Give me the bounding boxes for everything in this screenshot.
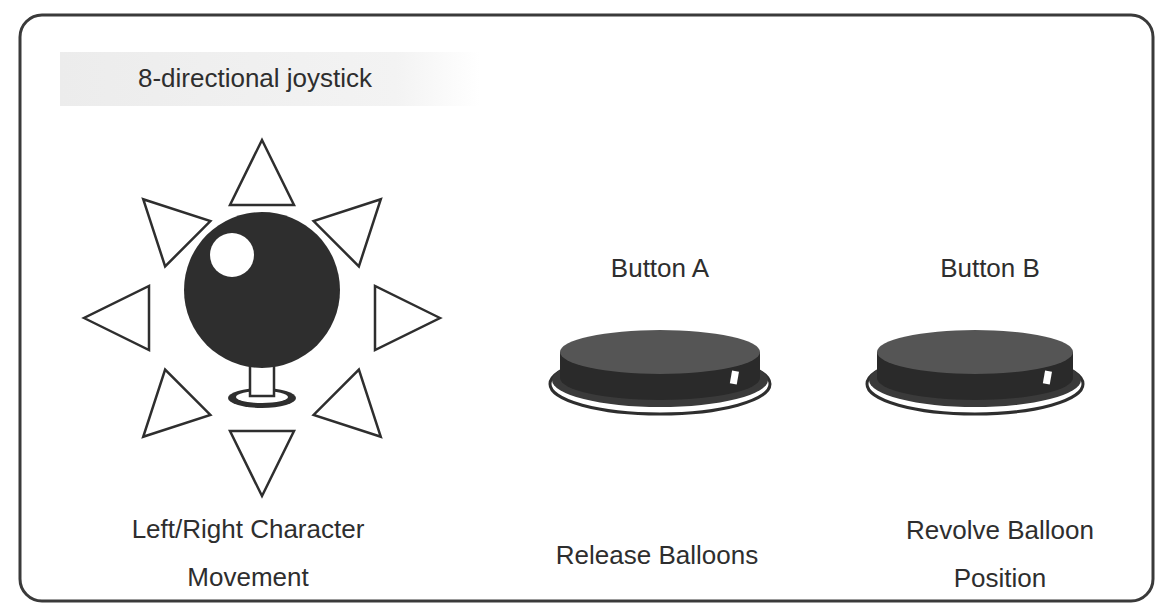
button-label: Button A bbox=[540, 244, 780, 292]
function-label: Release Balloons bbox=[507, 531, 807, 579]
panel-frame bbox=[20, 15, 1153, 601]
button-b bbox=[867, 330, 1083, 414]
heading-band bbox=[60, 52, 480, 106]
button-label: Button B bbox=[870, 244, 1110, 292]
function-label: Revolve Balloon Position bbox=[880, 506, 1120, 602]
function-label: Left/Right Character Movement bbox=[98, 505, 398, 601]
button-a bbox=[550, 330, 770, 414]
joystick bbox=[184, 212, 340, 408]
joystick-heading: 8-directional joystick bbox=[65, 54, 445, 102]
direction-arrows bbox=[84, 140, 440, 496]
